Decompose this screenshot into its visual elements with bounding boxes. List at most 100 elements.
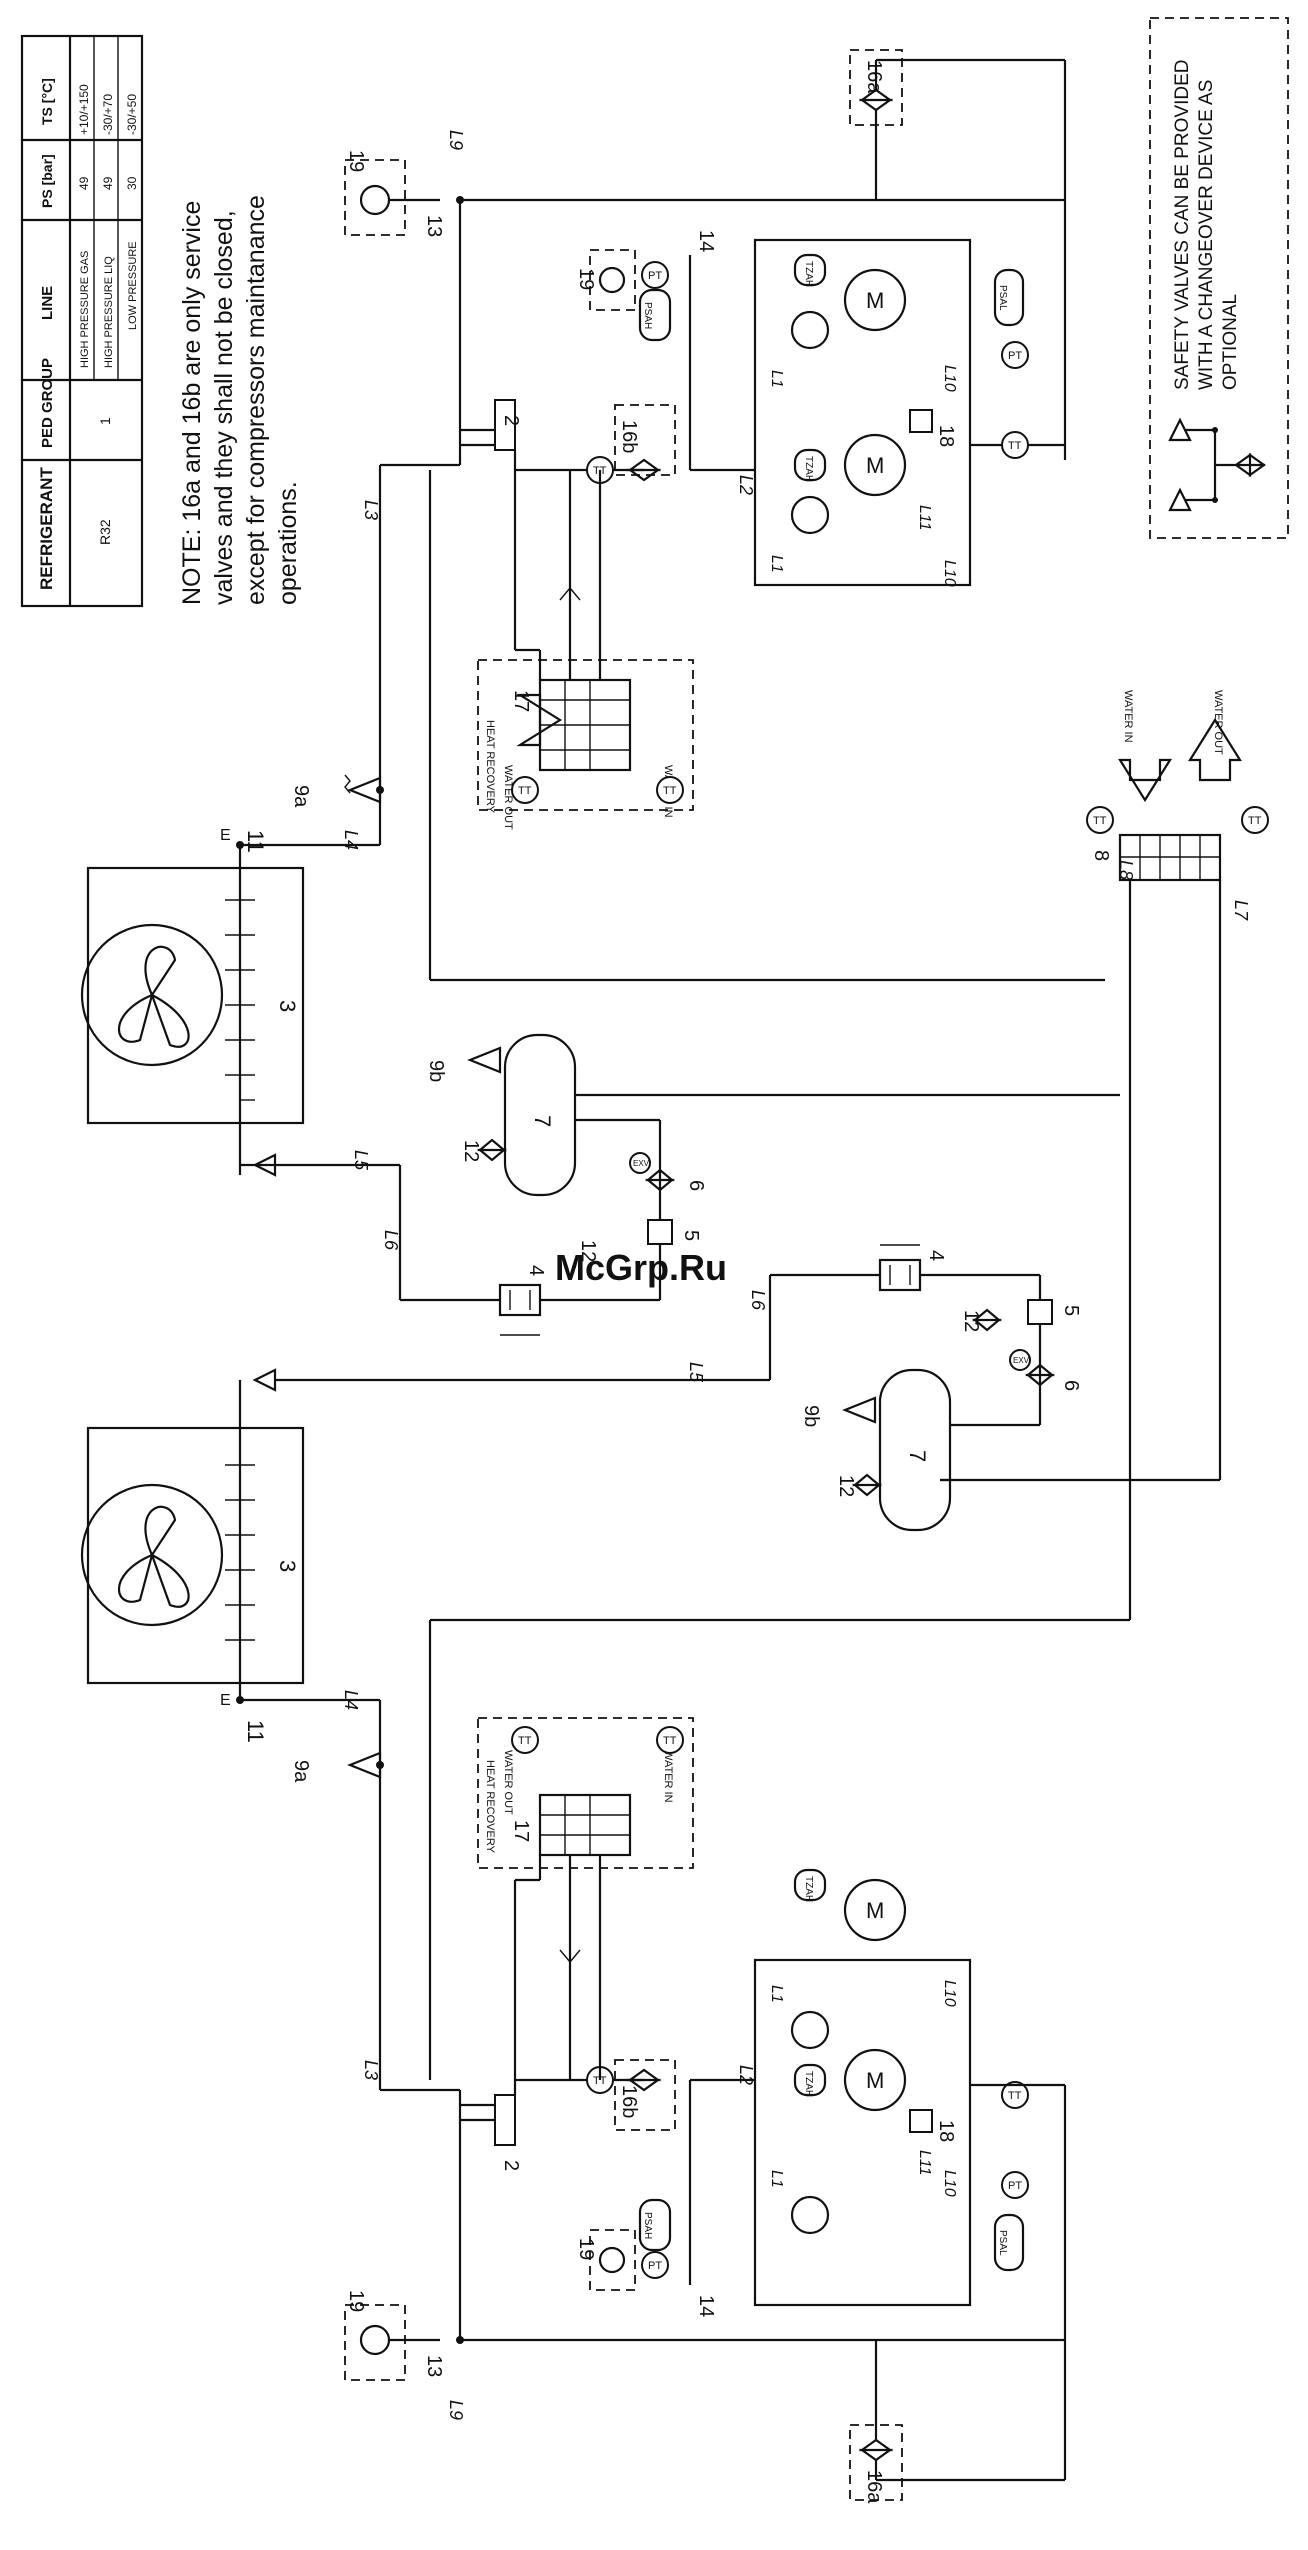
tzah-b1: TZAH (793, 1868, 827, 1902)
table-header-line: LINE (39, 286, 56, 320)
label-19-b: 19 (575, 2238, 597, 2260)
label-motor-b1: M (866, 1898, 884, 1923)
svg-text:PT: PT (648, 2260, 662, 2272)
label-l10-a1: L10 (941, 365, 958, 392)
label-4a: 4 (525, 1265, 547, 1276)
compressor-group-b: M M TZAH TZAH 18 L1 L1 L10 L10 L11 (753, 1868, 972, 2307)
table-header-ts: TS [°C] (39, 78, 55, 125)
label-water-out-evap: WATER OUT (1212, 690, 1224, 755)
label-water-out-b: WATER OUT (502, 1750, 514, 1815)
label-water-out-a: WATER OUT (502, 765, 514, 830)
label-water-in-b: WATER IN (662, 1750, 674, 1803)
label-l10-b1: L10 (941, 1980, 958, 2007)
label-l1-a2: L1 (768, 555, 785, 573)
heat-recovery-17b: 17 HEAT RECOVERY WATER OUT WATER IN TT T… (477, 1717, 694, 1869)
label-11a: 11 (243, 830, 268, 853)
label-16a-top: 16a (863, 60, 885, 94)
label-motor-a1: M (866, 288, 884, 313)
safety-note-line-3: OPTIONAL (1220, 294, 1241, 390)
label-12b-liq: 12 (960, 1310, 982, 1332)
expansion-valve-6a: EXV 6 (629, 1152, 707, 1192)
svg-text:TZAH: TZAH (803, 1876, 814, 1902)
table-cell-line-1: HIGH PRESSURE GAS (79, 251, 91, 368)
tt-sensor-compressor-a: TT (1001, 431, 1029, 459)
safety-valve-9a-top: 9a (290, 774, 384, 808)
label-l5a: L5 (351, 1150, 371, 1171)
label-12a: 12 (460, 1140, 482, 1162)
svg-text:TT: TT (1248, 815, 1262, 827)
svg-text:PT: PT (1008, 350, 1022, 362)
label-heat-recovery-a: HEAT RECOVERY (484, 720, 496, 814)
svg-text:EXV: EXV (1013, 1356, 1030, 1365)
label-l10-a2: L10 (941, 560, 958, 587)
psal-b: PT PSAL (993, 2171, 1029, 2272)
oil-sight-18a (909, 409, 933, 433)
safety-note-box: SAFETY VALVES CAN BE PROVIDED WITH A CHA… (1149, 17, 1289, 539)
table-cell-ts-1: +10/+150 (77, 84, 91, 135)
check-valve-2b (494, 2094, 516, 2146)
svg-text:TZAH: TZAH (803, 2071, 814, 2097)
label-12b: 12 (835, 1475, 857, 1497)
svg-text:PSAH: PSAH (642, 2212, 653, 2239)
table-header-refrigerant: REFRIGERANT (37, 467, 56, 590)
label-19-top: 19 (345, 150, 367, 172)
label-9a-top: 9a (290, 785, 312, 808)
label-motor-a2: M (866, 453, 884, 478)
label-18a: 18 (935, 425, 957, 447)
svg-text:TT: TT (1093, 815, 1107, 827)
label-l1-b1: L1 (768, 1985, 785, 2003)
psah-b: 19 PT PSAH 14 (575, 2185, 717, 2317)
safety-valve-9a-bottom: 9a (290, 1751, 384, 1783)
note-line-4: operations. (274, 481, 302, 605)
label-2b: 2 (500, 2160, 522, 2171)
label-l10-b2: L10 (941, 2170, 958, 2197)
label-12a-liq: 12 (577, 1240, 599, 1262)
label-17b: 17 (510, 1820, 532, 1842)
label-19-bottom: 19 (345, 2290, 367, 2312)
label-7b: 7 (905, 1450, 930, 1462)
label-l3a: L3 (361, 500, 381, 520)
svg-text:TT: TT (663, 785, 677, 797)
label-motor-b2: M (866, 2068, 884, 2093)
service-valve-16a-bottom: 16a (849, 2424, 903, 2504)
label-heat-recovery-b: HEAT RECOVERY (484, 1760, 496, 1854)
heat-recovery-17a: 17 HEAT RECOVERY WATER OUT WATER IN TT T… (477, 659, 694, 830)
label-l6b: L6 (748, 1290, 768, 1311)
service-valve-16b-bottom: 16b (614, 2059, 676, 2131)
svg-text:TT: TT (1008, 2090, 1022, 2102)
label-l2b: L2 (736, 2065, 756, 2085)
label-16a-bottom: 16a (863, 2470, 885, 2504)
table-cell-ts-2: -30/+70 (101, 94, 115, 135)
label-11b: 11 (243, 1720, 268, 1743)
label-9a-bottom: 9a (290, 1760, 312, 1783)
table-cell-line-2: HIGH PRESSURE LIQ (103, 256, 115, 368)
sight-glass-5a: 5 (647, 1219, 702, 1245)
service-note: NOTE: 16a and 16b are only service valve… (178, 195, 302, 605)
label-9b-a: 9b (425, 1060, 447, 1082)
label-e-a: E (220, 827, 231, 844)
label-19-a: 19 (575, 268, 597, 290)
svg-text:PT: PT (1008, 2180, 1022, 2192)
label-l7: L7 (1231, 900, 1251, 921)
label-14a: 14 (695, 230, 717, 252)
circuit-a: 3 11 E L4 9a L3 2 L9 (80, 49, 1136, 1336)
table-cell-ps-3: 30 (125, 176, 139, 190)
label-4b: 4 (925, 1250, 947, 1261)
label-l11-a: L11 (916, 505, 933, 531)
receiver-7a: 7 (503, 1033, 577, 1197)
label-18b: 18 (935, 2120, 957, 2142)
label-2a: 2 (500, 415, 522, 426)
circuit-b: 3 L5 L6 4 12 5 EXV 6 7 (80, 1244, 1130, 2504)
svg-text:TT: TT (518, 785, 532, 797)
table-cell-ts-3: -30/+50 (125, 94, 139, 135)
note-line-3: except for compressors maintanance (242, 195, 270, 605)
label-l4a: L4 (341, 830, 361, 850)
svg-text:PT: PT (648, 270, 662, 282)
check-valve-2a (494, 399, 516, 451)
expansion-valve-6b: EXV 6 (1009, 1349, 1082, 1391)
svg-text:TT: TT (663, 1735, 677, 1747)
label-13-bottom: 13 (423, 2355, 445, 2377)
watermark: McGrp.Ru (555, 1247, 727, 1288)
service-valve-16b-top: 16b (614, 404, 676, 482)
